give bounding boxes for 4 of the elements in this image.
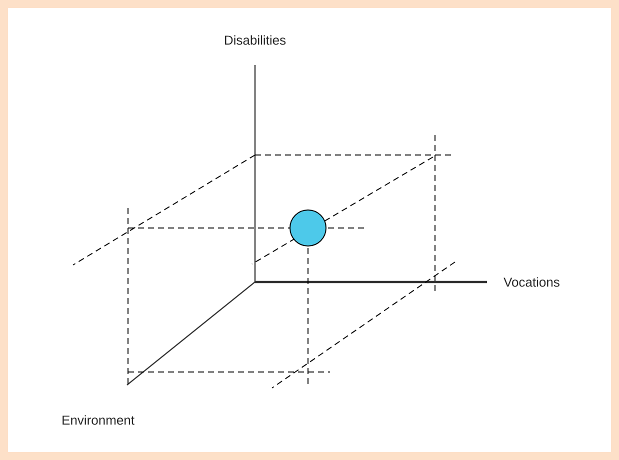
axis-label: Disabilities <box>225 35 286 45</box>
axis-label: Vocations <box>504 277 560 287</box>
axis-label: Environment <box>62 415 134 425</box>
data-point <box>290 210 326 246</box>
